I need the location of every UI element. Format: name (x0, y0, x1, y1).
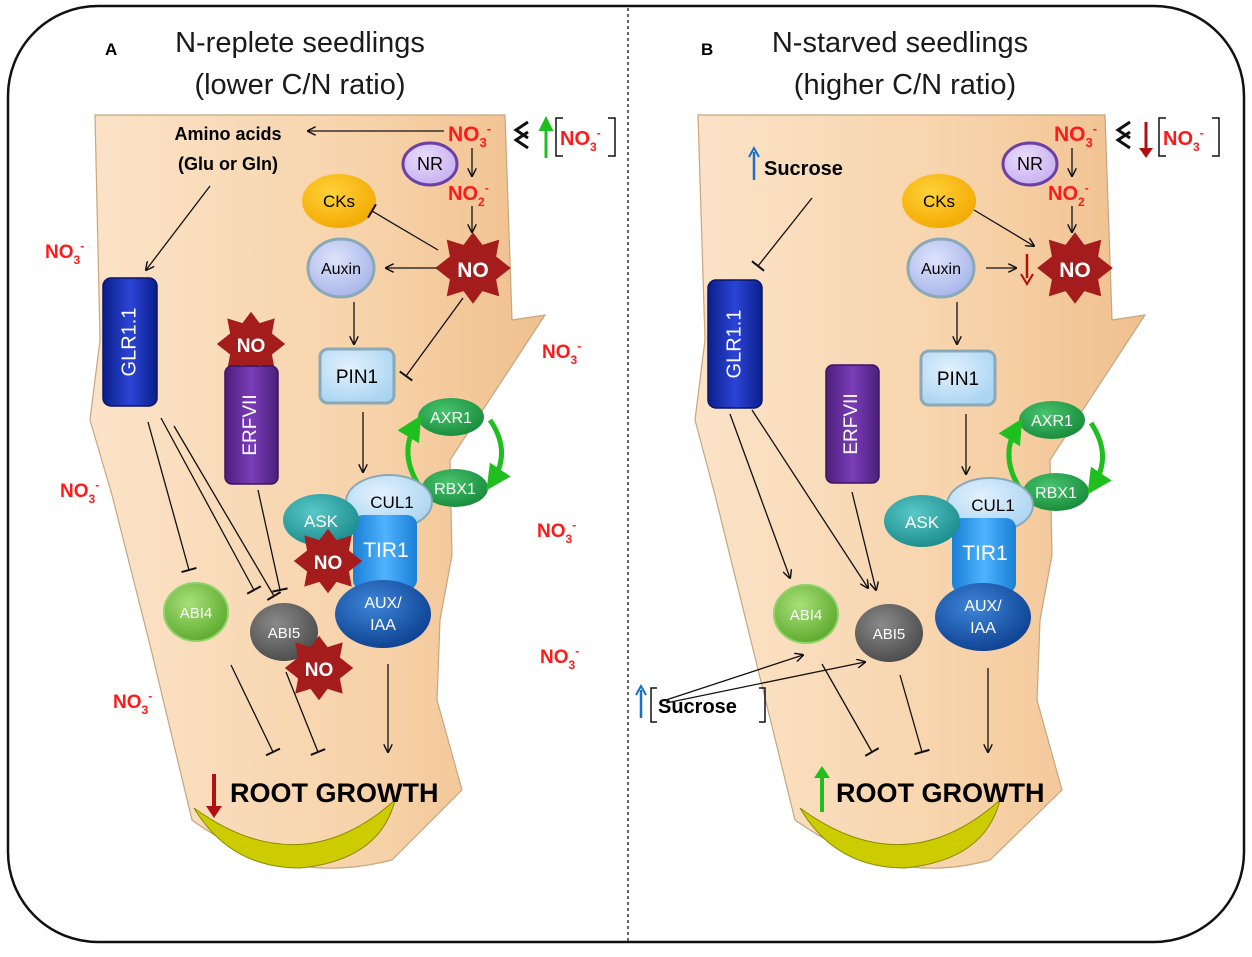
sucrose-label: Sucrose (764, 158, 843, 180)
nr-node (1001, 141, 1059, 187)
svg-text:ABI4: ABI4 (790, 607, 823, 624)
panel-subtitle: (higher C/N ratio) (794, 69, 1016, 101)
pin1-node (919, 349, 997, 407)
external-nitrate-up: NO3- (513, 116, 616, 158)
ask-node (884, 495, 960, 547)
svg-text:AXR1: AXR1 (430, 410, 472, 427)
no2-label: NO2- (1048, 181, 1089, 209)
root-shape (694, 114, 1147, 869)
svg-text:AXR1: AXR1 (1031, 413, 1073, 430)
no3-label: NO3- (448, 121, 491, 150)
svg-text:Auxin: Auxin (321, 261, 361, 278)
root-growth-label: ROOT GROWTH (836, 778, 1044, 808)
svg-text:NO: NO (305, 660, 334, 681)
auxin-node (906, 237, 976, 299)
erfvii-node (224, 365, 279, 485)
svg-text:NR: NR (1017, 154, 1043, 174)
svg-text:CKs: CKs (923, 192, 955, 211)
root-growth-label: ROOT GROWTH (230, 778, 438, 808)
svg-text:PIN1: PIN1 (937, 369, 979, 390)
pin1-node (318, 347, 396, 405)
svg-text:RBX1: RBX1 (434, 481, 476, 498)
svg-text:CUL1: CUL1 (370, 493, 413, 512)
axr1-node (1019, 401, 1085, 439)
abi5-node (855, 604, 923, 662)
svg-text:GLR1.1: GLR1.1 (723, 310, 745, 379)
svg-text:Auxin: Auxin (921, 261, 961, 278)
no3-label: NO3- (537, 518, 576, 546)
svg-text:TIR1: TIR1 (363, 539, 409, 562)
glr-node (707, 279, 763, 409)
axr1-node (418, 398, 484, 436)
svg-text:CUL1: CUL1 (971, 496, 1014, 515)
nr-node (401, 141, 459, 187)
no3-label: NO3- (1054, 121, 1097, 150)
svg-text:NR: NR (417, 154, 443, 174)
aux-iaa-node (935, 583, 1031, 651)
ask-node (283, 494, 359, 546)
svg-text:NO3-: NO3- (1163, 126, 1204, 154)
svg-text:RBX1: RBX1 (1035, 485, 1077, 502)
root-tip (193, 798, 396, 869)
aux-iaa-node (335, 580, 431, 648)
svg-text:NO: NO (314, 553, 343, 574)
no2-label: NO2- (448, 181, 489, 209)
pathway-edges (665, 148, 1072, 757)
erfvii-node (825, 364, 880, 484)
svg-text:ABI4: ABI4 (180, 605, 213, 622)
no3-label: NO3- (45, 239, 84, 267)
no3-label: NO3- (60, 478, 99, 506)
no3-label: NO3- (540, 644, 579, 672)
panel-label: A (105, 40, 117, 59)
cycle-arrow (1087, 421, 1112, 495)
panel-a: A N-replete seedlings (lower C/N ratio) … (45, 27, 616, 869)
svg-text:ASK: ASK (905, 513, 940, 532)
panel-label: B (701, 40, 713, 59)
cks-node (302, 174, 376, 228)
cks-node (902, 174, 976, 228)
svg-text:ERFVII: ERFVII (841, 393, 862, 454)
svg-text:ABI5: ABI5 (268, 625, 301, 642)
panel-b: B N-starved seedlings (higher C/N ratio)… (635, 27, 1220, 869)
panel-title: N-replete seedlings (175, 27, 425, 59)
svg-text:IAA: IAA (970, 620, 996, 637)
svg-text:NO3-: NO3- (560, 126, 601, 154)
no3-label: NO3- (542, 339, 581, 367)
panel-title: N-starved seedlings (772, 27, 1028, 59)
amino-acids-sublabel: (Glu or Gln) (178, 154, 278, 174)
svg-text:GLR1.1: GLR1.1 (118, 308, 140, 377)
rbx1-node (422, 469, 488, 507)
svg-text:AUX/: AUX/ (964, 598, 1002, 615)
sucrose-label: Sucrose (658, 696, 737, 718)
svg-text:TIR1: TIR1 (962, 542, 1008, 565)
tir1-node (353, 515, 417, 590)
external-nitrate-down: NO3- (1115, 117, 1220, 158)
rbx1-node (1023, 473, 1089, 511)
panel-subtitle: (lower C/N ratio) (194, 69, 405, 101)
pathway-edges (146, 131, 472, 757)
svg-text:PIN1: PIN1 (336, 367, 378, 388)
svg-text:NO: NO (237, 336, 266, 357)
abi4-node (163, 582, 229, 642)
tir1-node (952, 518, 1016, 593)
root-shape (89, 114, 547, 869)
no3-label: NO3- (113, 689, 152, 717)
cycle-arrow (486, 418, 511, 491)
glr-node (102, 277, 158, 407)
svg-text:ABI5: ABI5 (873, 626, 906, 643)
root-tip (799, 798, 1001, 869)
svg-text:ASK: ASK (304, 512, 339, 531)
svg-text:ERFVII: ERFVII (240, 394, 261, 455)
svg-text:IAA: IAA (370, 617, 396, 634)
amino-acids-label: Amino acids (174, 124, 281, 144)
auxin-node (306, 237, 376, 299)
svg-text:NO: NO (457, 259, 489, 282)
svg-text:AUX/: AUX/ (364, 595, 402, 612)
abi4-node (773, 584, 839, 644)
svg-text:CKs: CKs (323, 192, 355, 211)
svg-text:NO: NO (1059, 259, 1091, 282)
